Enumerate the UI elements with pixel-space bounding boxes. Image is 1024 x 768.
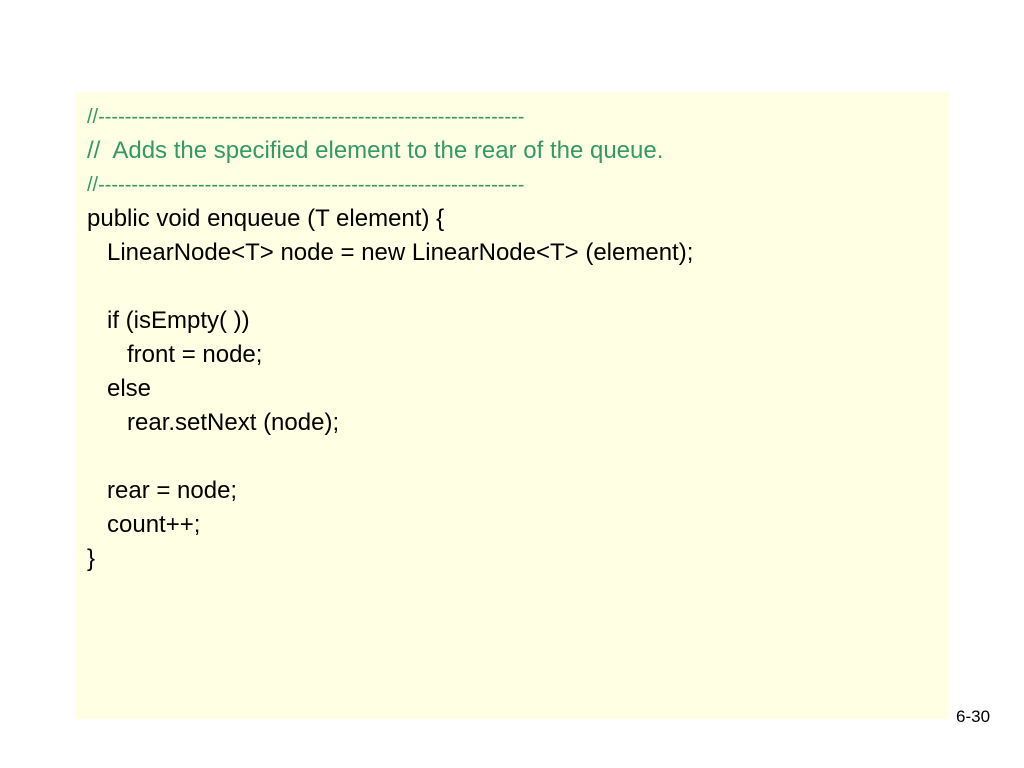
code-line-count-increment: count++;	[87, 511, 201, 538]
slide-number: 6-30	[956, 707, 991, 726]
code-line-divider-top: //--------------------------------------…	[87, 106, 525, 128]
code-line-method-signature: public void enqueue (T element) {	[87, 205, 445, 232]
code-line-divider-bottom: //--------------------------------------…	[87, 174, 525, 196]
code-line-blank	[87, 270, 693, 304]
code-line-comment: // Adds the specified element to the rea…	[87, 137, 664, 164]
code-line-if: if (isEmpty( ))	[87, 307, 250, 334]
code-line-set-next: rear.setNext (node);	[87, 409, 340, 436]
code-line-node-declaration: LinearNode<T> node = new LinearNode<T> (…	[87, 239, 694, 266]
code-line-else: else	[87, 375, 152, 402]
code-line-blank	[87, 440, 693, 474]
code-panel: //--------------------------------------…	[75, 92, 949, 719]
code-line-front-assign: front = node;	[87, 341, 263, 368]
code-listing: //--------------------------------------…	[87, 100, 693, 576]
code-line-closing-brace: }	[87, 545, 96, 572]
code-line-rear-assign: rear = node;	[87, 477, 238, 504]
